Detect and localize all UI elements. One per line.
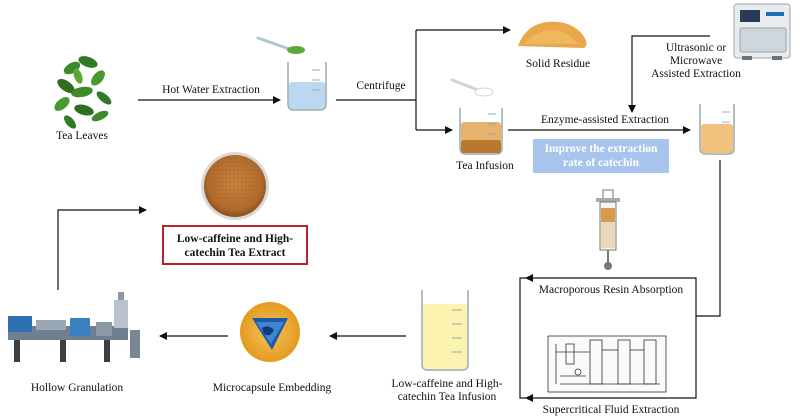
improve-line2: rate of catechin [563, 157, 639, 169]
label-hollow-granulation: Hollow Granulation [30, 382, 124, 394]
beaker-water-image [256, 36, 327, 111]
label-microcapsule-embedding: Microcapsule Embedding [212, 382, 332, 394]
label-tea-infusion: Tea Infusion [456, 160, 514, 172]
label-hot-water-extraction: Hot Water Extraction [162, 84, 260, 96]
microcapsule-image [240, 302, 300, 362]
label-centrifuge: Centrifuge [356, 80, 406, 92]
beaker-enzyme-image [699, 104, 735, 155]
low-caffeine-infusion-line2: catechin Tea Infusion [397, 391, 497, 403]
granulation-machine-image [8, 292, 140, 362]
improve-line1: Improve the extraction [544, 143, 658, 155]
flow-arrows [57, 26, 721, 402]
label-macroporous-resin-absorption: Macroporous Resin Absorption [538, 284, 684, 296]
label-ultrasonic-line1: Ultrasonic or [665, 42, 727, 54]
beaker-tea-infusion-image [450, 78, 503, 155]
label-ultrasonic-line2: Microwave [669, 55, 723, 67]
resin-column-image [596, 189, 620, 270]
label-ultrasonic-line3: Assisted Extraction [651, 68, 741, 80]
label-ultrasonic: Ultrasonic or Microwave Assisted Extract… [646, 42, 746, 81]
extract-line1: Low-caffeine and High- [176, 233, 294, 245]
label-low-caffeine-infusion: Low-caffeine and High- catechin Tea Infu… [382, 378, 512, 404]
label-enzyme-assisted-extraction: Enzyme-assisted Extraction [540, 114, 670, 126]
extract-line2: catechin Tea Extract [184, 247, 286, 259]
beaker-low-caffeine-image [421, 290, 469, 371]
low-caffeine-infusion-line1: Low-caffeine and High- [391, 378, 503, 390]
label-supercritical-fluid-extraction: Supercritical Fluid Extraction [542, 404, 680, 416]
improve-catechin-callout: Improve the extraction rate of catechin [533, 139, 669, 173]
ultrasonic-machine-image [733, 3, 791, 60]
supercritical-apparatus-image [547, 335, 667, 393]
solid-residue-image [518, 21, 587, 48]
extract-dish-image [201, 152, 269, 220]
label-solid-residue: Solid Residue [525, 58, 591, 70]
label-tea-leaves: Tea Leaves [56, 130, 108, 142]
tea-leaves-image [54, 56, 112, 129]
final-extract-box: Low-caffeine and High- catechin Tea Extr… [162, 225, 308, 265]
